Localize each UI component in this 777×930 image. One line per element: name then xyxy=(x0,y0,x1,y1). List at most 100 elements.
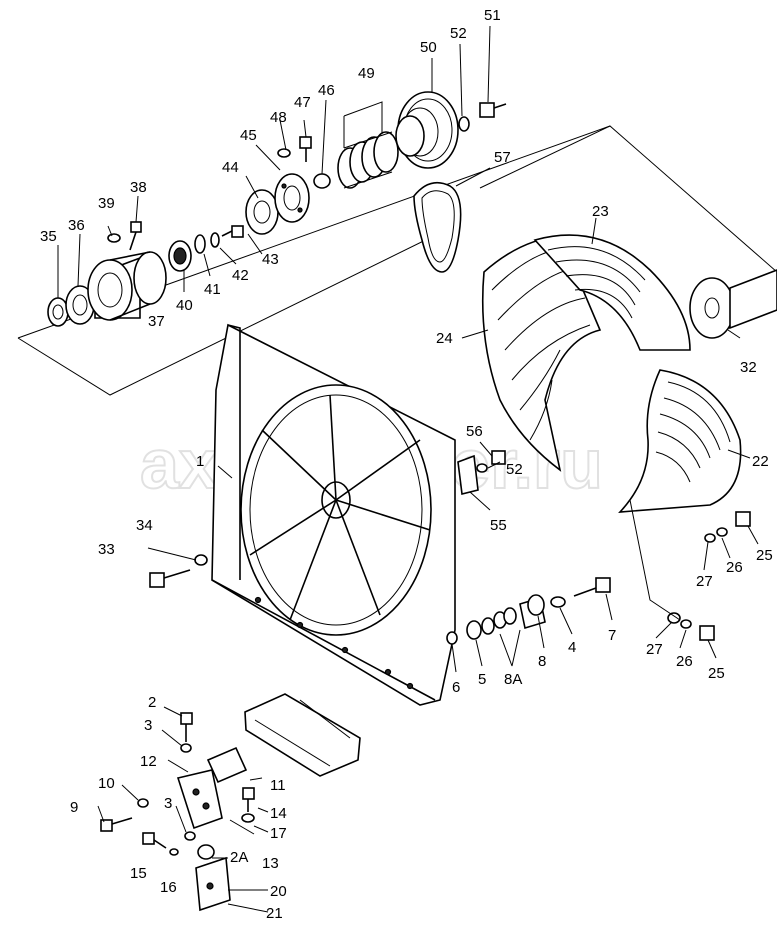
bracket-20-21 xyxy=(195,856,231,912)
bracket-55 xyxy=(457,454,479,495)
callout-17: 17 xyxy=(270,825,287,842)
ring-41 xyxy=(194,234,206,254)
bolt-14 xyxy=(242,787,255,812)
washer-3-upper xyxy=(180,743,192,753)
callout-35: 35 xyxy=(40,228,57,245)
washer-48 xyxy=(277,148,291,158)
callout-2a: 2A xyxy=(230,849,248,866)
callout-25-upper: 25 xyxy=(756,547,773,564)
callout-49: 49 xyxy=(358,65,375,82)
callout-22: 22 xyxy=(752,453,769,470)
callout-34: 34 xyxy=(136,517,153,534)
callout-39: 39 xyxy=(98,195,115,212)
callout-43: 43 xyxy=(262,251,279,268)
spring-pack-49 xyxy=(337,131,399,189)
callout-47: 47 xyxy=(294,94,311,111)
guard-bolts-25-26-27 xyxy=(629,499,751,641)
nut-46 xyxy=(313,173,331,189)
bolt-33 xyxy=(149,569,191,588)
callout-38: 38 xyxy=(130,179,147,196)
callout-20: 20 xyxy=(270,883,287,900)
callout-52-mid: 52 xyxy=(506,461,523,478)
bolt-2 xyxy=(180,712,193,742)
callout-15: 15 xyxy=(130,865,147,882)
fan-shroud-frame-1 xyxy=(211,323,456,706)
washer-39 xyxy=(107,233,121,243)
washer-34 xyxy=(194,554,208,566)
washer-16 xyxy=(169,848,179,856)
bolt-15 xyxy=(142,832,167,849)
leader-lines xyxy=(57,25,759,913)
callout-13: 13 xyxy=(262,855,279,872)
callout-55: 55 xyxy=(490,517,507,534)
callout-5: 5 xyxy=(478,671,486,688)
nut-2A xyxy=(197,844,215,860)
callout-44: 44 xyxy=(222,159,239,176)
snap-ring-42 xyxy=(210,232,220,248)
callout-9: 9 xyxy=(70,799,78,816)
callout-23: 23 xyxy=(592,203,609,220)
callout-56: 56 xyxy=(466,423,483,440)
callout-4: 4 xyxy=(568,639,576,656)
fan-guard-22 xyxy=(618,369,742,513)
callout-45: 45 xyxy=(240,127,257,144)
callout-8: 8 xyxy=(538,653,546,670)
flange-45 xyxy=(274,173,310,223)
callout-36: 36 xyxy=(68,217,85,234)
bearing-36 xyxy=(65,285,95,325)
callout-42: 42 xyxy=(232,267,249,284)
assembly-boundary-lines xyxy=(17,125,777,396)
callout-27-lower: 27 xyxy=(646,641,663,658)
bracket-12 xyxy=(206,746,248,784)
callout-27-upper: 27 xyxy=(696,573,713,590)
v-belt-57 xyxy=(413,181,462,273)
washer-17 xyxy=(241,813,255,823)
callout-26-upper: 26 xyxy=(726,559,743,576)
callout-50: 50 xyxy=(420,39,437,56)
bolt-38 xyxy=(129,221,142,251)
callout-57: 57 xyxy=(494,149,511,166)
callout-7: 7 xyxy=(608,627,616,644)
callout-26-lower: 26 xyxy=(676,653,693,670)
callout-14: 14 xyxy=(270,805,287,822)
cover-plate-11 xyxy=(244,693,361,777)
callout-8a: 8A xyxy=(504,671,522,688)
callout-12: 12 xyxy=(140,753,157,770)
callout-labels: 1 2 2A 3 3 4 5 6 7 8 8A 9 10 11 12 13 14… xyxy=(40,7,773,922)
callout-3-lower: 3 xyxy=(164,795,172,812)
callout-25-lower: 25 xyxy=(708,665,725,682)
callout-6: 6 xyxy=(452,679,460,696)
callout-3-upper: 3 xyxy=(144,717,152,734)
nut-56 xyxy=(491,450,506,465)
hub-housing-37 xyxy=(87,251,167,321)
callout-32: 32 xyxy=(740,359,757,376)
bolt-9 xyxy=(100,817,133,832)
bearing-40 xyxy=(168,240,192,272)
fan-hub-shaft-32 xyxy=(689,269,777,339)
callout-40: 40 xyxy=(176,297,193,314)
callout-24: 24 xyxy=(436,330,453,347)
fan-guard-24 xyxy=(481,235,602,472)
bolt-43 xyxy=(221,225,244,238)
callout-11: 11 xyxy=(270,777,286,794)
callout-46: 46 xyxy=(318,82,335,99)
callout-51: 51 xyxy=(484,7,501,24)
plate-44 xyxy=(245,189,279,235)
nut-51 xyxy=(479,102,507,118)
washer-52-mid xyxy=(476,463,488,473)
callout-21: 21 xyxy=(266,905,283,922)
callout-2: 2 xyxy=(148,694,156,711)
callout-10: 10 xyxy=(98,775,115,792)
callout-52-top: 52 xyxy=(450,25,467,42)
mount-stack-4-8-8A-5-6 xyxy=(446,577,611,645)
washer-3-lower xyxy=(184,831,196,841)
bearing-seal-35 xyxy=(47,297,69,327)
washer-52-top xyxy=(458,116,470,132)
pulley-50 xyxy=(395,91,459,169)
callout-37: 37 xyxy=(148,313,165,330)
washer-10 xyxy=(137,798,149,808)
callout-48: 48 xyxy=(270,109,287,126)
callout-16: 16 xyxy=(160,879,177,896)
callout-33: 33 xyxy=(98,541,115,558)
